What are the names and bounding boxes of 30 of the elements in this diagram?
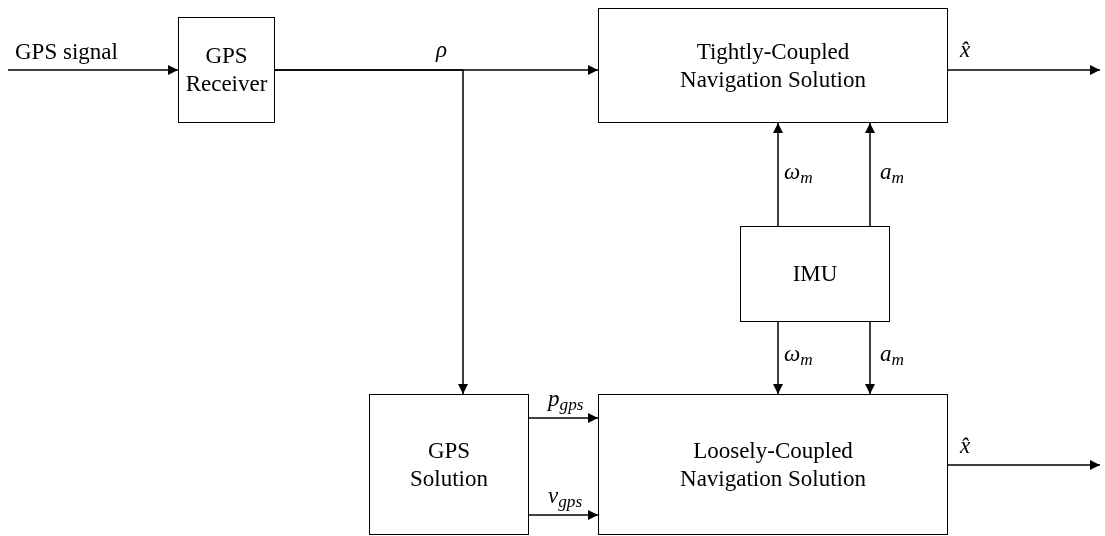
arrow xyxy=(7,65,179,75)
arrow xyxy=(274,69,468,395)
arrow xyxy=(947,460,1101,470)
arrow xyxy=(947,65,1101,75)
edge-label: a$_{m}$ xyxy=(880,158,904,186)
process-box xyxy=(178,17,275,123)
process-box xyxy=(740,226,890,322)
edge-label: GPS signal xyxy=(15,38,118,66)
arrow xyxy=(773,122,783,227)
process-box xyxy=(598,394,948,535)
edge-label: p$_{gps}$ xyxy=(548,385,584,413)
edge-label: a$_{m}$ xyxy=(880,340,904,368)
arrow xyxy=(865,321,875,395)
edge-label: x̂ xyxy=(960,432,971,460)
edge-label: ω$_{m}$ xyxy=(784,158,813,186)
arrow xyxy=(773,321,783,395)
edge-label: ρ xyxy=(436,36,448,64)
process-box xyxy=(369,394,529,535)
arrow xyxy=(528,510,599,520)
edge-label: x̂ xyxy=(960,36,971,64)
box-label: Tightly-Coupled Navigation Solution xyxy=(679,37,867,94)
box-label: IMU xyxy=(792,260,838,288)
arrow xyxy=(528,413,599,423)
process-box xyxy=(598,8,948,123)
box-label: GPS Solution xyxy=(410,436,488,493)
box-label: Loosely-Coupled Navigation Solution xyxy=(679,436,867,493)
edge-label: v$_{gps}$ xyxy=(548,482,583,510)
edge-label: ω$_{m}$ xyxy=(784,340,813,368)
arrow xyxy=(865,122,875,227)
box-label: GPS Receiver xyxy=(185,42,268,98)
